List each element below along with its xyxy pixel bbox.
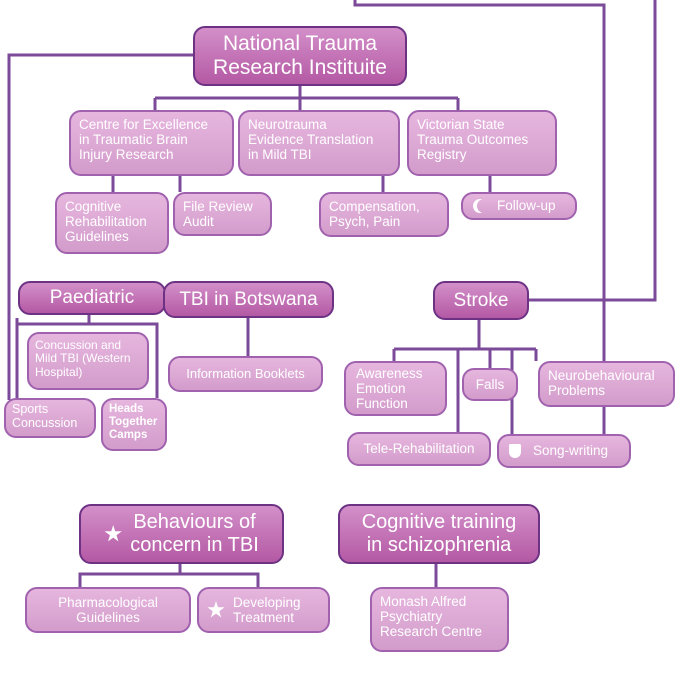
node-song-writing-label: Song-writing [533,443,609,459]
node-follow-up-label: Follow-up [497,198,556,214]
node-paediatric: Paediatric [18,281,166,315]
connector-line [111,176,182,192]
node-falls: Falls [462,368,518,401]
star-icon [207,601,225,618]
connector-line [153,98,460,110]
node-behaviours-of-concern: Behaviours of concern in TBI [79,504,284,564]
node-information-booklets: Information Booklets [168,356,323,392]
node-compensation: Compensation, Psych, Pain [319,192,449,237]
node-neurobehavioural: Neurobehavioural Problems [538,361,675,407]
shield-icon [509,444,521,458]
node-concussion-western: Concussion and Mild TBI (Western Hospita… [27,332,149,390]
node-tele-rehabilitation: Tele-Rehabilitation [347,432,491,466]
node-behaviours-label: Behaviours of concern in TBI [130,511,259,556]
connector-line [353,0,606,434]
node-victorian-state-registry: Victorian State Trauma Outcomes Registry [407,110,557,176]
node-heads-together: Heads Together Camps [101,398,167,451]
node-developing-treatment: Developing Treatment [197,587,330,633]
node-song-writing: Song-writing [497,434,631,468]
node-sports-concussion: Sports Concussion [4,398,96,438]
node-national-trauma-research-institute: National Trauma Research Instituite [193,26,407,86]
star-icon [104,525,122,542]
connector-line [7,53,195,400]
node-follow-up: Follow-up [461,192,577,220]
connector-line [392,349,538,432]
node-cognitive-rehabilitation: Cognitive Rehabilitation Guidelines [55,192,169,254]
node-awareness-emotion: Awareness Emotion Function [344,361,447,416]
node-neurotrauma-evidence: Neurotrauma Evidence Translation in Mild… [238,110,400,176]
connector-line [381,176,492,192]
connector-line [78,564,260,587]
node-centre-for-excellence: Centre for Excellence in Traumatic Brain… [69,110,234,176]
node-monash-alfred: Monash Alfred Psychiatry Research Centre [370,587,509,652]
node-cognitive-training: Cognitive training in schizophrenia [338,504,540,564]
node-tbi-in-botswana: TBI in Botswana [163,281,334,318]
connector-line [15,318,159,398]
node-file-review-audit: File Review Audit [173,192,272,236]
node-developing-label: Developing Treatment [233,594,301,625]
moon-icon [477,199,491,213]
node-pharmacological: Pharmacological Guidelines [25,587,191,633]
node-stroke: Stroke [433,281,529,320]
connector-line [526,0,657,302]
